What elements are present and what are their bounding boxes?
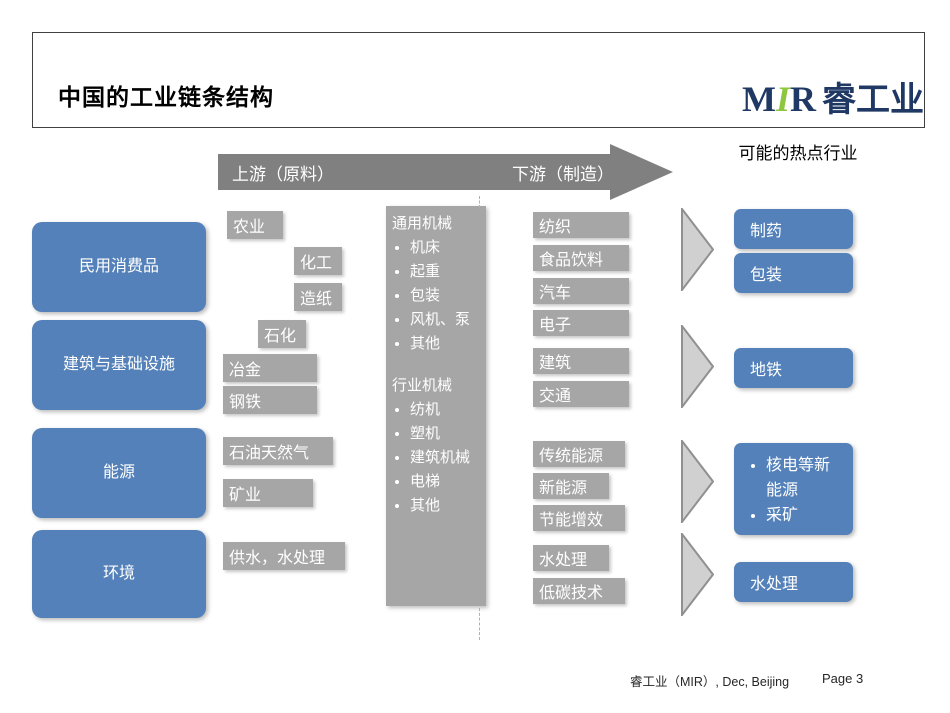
hotspot-metro[interactable]: 地铁: [734, 348, 853, 388]
chevron-right-icon: [681, 533, 714, 616]
dashed-guide-bottom: [479, 608, 480, 640]
tag-label: 供水，水处理: [229, 550, 326, 567]
downstream-tag-low-carbon[interactable]: 低碳技术: [533, 578, 625, 604]
machinery-industry-title: 行业机械: [392, 377, 453, 394]
machinery-item: 起重: [410, 260, 482, 284]
tag-label: 新能源: [539, 480, 588, 497]
machinery-spacer: [392, 356, 482, 374]
upstream-tag-water-supply[interactable]: 供水，水处理: [223, 542, 345, 570]
tag-label: 建筑: [539, 355, 572, 372]
downstream-tag-food-beverage[interactable]: 食品饮料: [533, 245, 629, 271]
upstream-tag-petrochemical[interactable]: 石化: [258, 320, 306, 348]
tag-label: 钢铁: [229, 394, 262, 411]
logo-chinese-name: 睿工业: [822, 81, 924, 119]
downstream-tag-new-energy[interactable]: 新能源: [533, 473, 609, 499]
downstream-tag-traditional-energy[interactable]: 传统能源: [533, 441, 625, 467]
value-chain-arrow: [218, 144, 673, 200]
chevron-right-icon: [681, 440, 714, 523]
tag-label: 化工: [300, 255, 333, 272]
tag-label: 农业: [233, 219, 266, 236]
machinery-item: 包装: [410, 284, 482, 308]
machinery-item: 电梯: [410, 470, 482, 494]
downstream-tag-water-treatment[interactable]: 水处理: [533, 545, 609, 571]
machinery-item: 纺机: [410, 398, 482, 422]
hotspot-bullet-list: 核电等新能源 采矿: [748, 453, 845, 528]
tag-label: 食品饮料: [539, 252, 604, 269]
chevron-right-icon: [681, 208, 714, 291]
tag-label: 汽车: [539, 285, 572, 302]
page-title: 中国的工业链条结构: [58, 84, 274, 110]
tag-label: 水处理: [539, 552, 588, 569]
machinery-general-title: 通用机械: [392, 215, 453, 232]
tag-label: 石油天然气: [229, 445, 310, 462]
machinery-item: 机床: [410, 236, 482, 260]
machinery-item: 建筑机械: [410, 446, 482, 470]
downstream-tag-transport[interactable]: 交通: [533, 381, 629, 407]
sector-label: 环境: [102, 565, 135, 582]
downstream-tag-electronics[interactable]: 电子: [533, 310, 629, 336]
hotspot-label: 包装: [750, 267, 783, 284]
hotspot-nuclear-mining[interactable]: 核电等新能源 采矿: [734, 443, 853, 535]
tag-label: 节能增效: [539, 512, 604, 529]
sector-box-consumer[interactable]: 民用消费品: [32, 222, 206, 312]
hotspot-water-treatment[interactable]: 水处理: [734, 562, 853, 602]
machinery-general-list: 机床 起重 包装 风机、泵 其他: [392, 236, 482, 356]
arrow-label-upstream: 上游（原料）: [232, 165, 334, 184]
sector-box-construction[interactable]: 建筑与基础设施: [32, 320, 206, 410]
arrow-label-downstream: 下游（制造）: [512, 165, 614, 184]
hotspot-label: 地铁: [750, 362, 783, 379]
upstream-tag-paper[interactable]: 造纸: [294, 283, 342, 311]
sector-box-environment[interactable]: 环境: [32, 530, 206, 618]
tag-label: 低碳技术: [539, 585, 604, 602]
tag-label: 矿业: [229, 487, 262, 504]
hotspot-pharmaceutical[interactable]: 制药: [734, 209, 853, 249]
tag-label: 纺织: [539, 219, 572, 236]
machinery-item: 塑机: [410, 422, 482, 446]
tag-label: 石化: [264, 328, 297, 345]
machinery-industry-list: 纺机 塑机 建筑机械 电梯 其他: [392, 398, 482, 518]
upstream-tag-agriculture[interactable]: 农业: [227, 211, 283, 239]
downstream-tag-construction[interactable]: 建筑: [533, 348, 629, 374]
tag-label: 冶金: [229, 362, 262, 379]
title-frame: [32, 32, 925, 128]
upstream-tag-chemical[interactable]: 化工: [294, 247, 342, 275]
sector-label: 能源: [102, 464, 135, 481]
machinery-item: 风机、泵: [410, 308, 482, 332]
hotspot-bullet: 核电等新能源: [766, 453, 845, 503]
hotspot-label: 水处理: [750, 576, 799, 593]
tag-label: 传统能源: [539, 448, 604, 465]
chevron-right-icon: [681, 325, 714, 408]
machinery-item: 其他: [410, 494, 482, 518]
downstream-tag-automotive[interactable]: 汽车: [533, 278, 629, 304]
upstream-tag-oil-gas[interactable]: 石油天然气: [223, 437, 333, 465]
downstream-tag-energy-efficiency[interactable]: 节能增效: [533, 505, 625, 531]
upstream-tag-mining[interactable]: 矿业: [223, 479, 313, 507]
logo-letter-r: R: [790, 79, 816, 119]
machinery-item: 其他: [410, 332, 482, 356]
hotspot-label: 制药: [750, 223, 783, 240]
downstream-tag-textile[interactable]: 纺织: [533, 212, 629, 238]
tag-label: 交通: [539, 388, 572, 405]
tag-label: 电子: [539, 317, 572, 334]
hotspot-column-header: 可能的热点行业: [738, 144, 858, 163]
logo-letter-m: M: [742, 79, 776, 119]
tag-label: 造纸: [300, 291, 333, 308]
logo-letter-i: I: [775, 79, 790, 119]
sector-label: 民用消费品: [78, 258, 159, 275]
footer-credit: 睿工业（MIR）, Dec, Beijing: [630, 675, 790, 689]
sector-box-energy[interactable]: 能源: [32, 428, 206, 518]
hotspot-packaging[interactable]: 包装: [734, 253, 853, 293]
upstream-tag-metallurgy[interactable]: 冶金: [223, 354, 317, 382]
machinery-column: 通用机械 机床 起重 包装 风机、泵 其他 行业机械 纺机 塑机 建筑机械 电梯…: [386, 206, 486, 606]
sector-label: 建筑与基础设施: [62, 356, 175, 373]
dashed-guide-top: [479, 196, 480, 208]
upstream-tag-steel[interactable]: 钢铁: [223, 386, 317, 414]
hotspot-bullet: 采矿: [766, 503, 845, 528]
page-number: Page 3: [822, 671, 864, 686]
